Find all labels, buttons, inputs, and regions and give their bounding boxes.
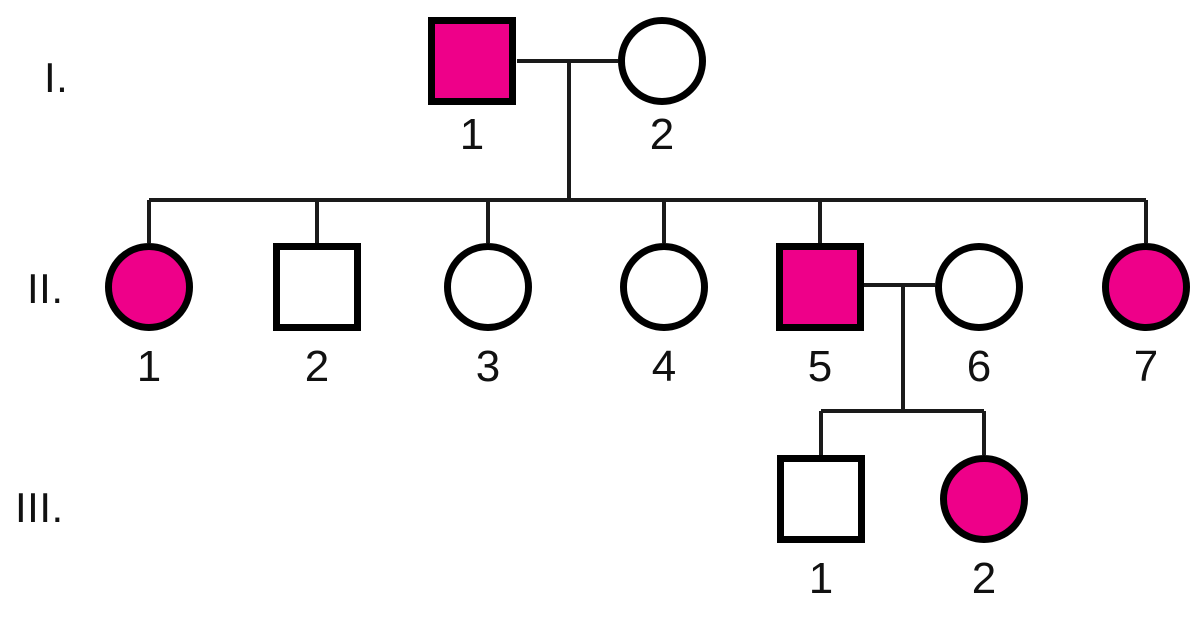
individual-number-II-6: 6 — [966, 342, 992, 391]
generation-label-gen-2: II. — [27, 265, 64, 312]
individual-symbol-I-1-male-affected[interactable] — [428, 17, 516, 105]
symbol-layer — [105, 17, 1190, 543]
individual-symbol-II-1-female-affected[interactable] — [105, 243, 193, 331]
individual-number-II-3: 3 — [475, 342, 501, 391]
individual-number-II-5: 5 — [807, 342, 833, 391]
individual-symbol-II-4-female-unaffected[interactable] — [620, 243, 708, 331]
individual-number-III-2: 2 — [971, 554, 997, 603]
individual-symbol-II-2-male-unaffected[interactable] — [273, 243, 361, 331]
individual-symbol-III-1-male-unaffected[interactable] — [777, 455, 865, 543]
generation-label-gen-3: III. — [15, 484, 64, 531]
individual-number-II-7: 7 — [1133, 342, 1159, 391]
individual-number-I-2: 2 — [649, 110, 675, 159]
individual-symbol-II-3-female-unaffected[interactable] — [444, 243, 532, 331]
generation-label-gen-1: I. — [44, 54, 69, 101]
individual-symbol-III-2-female-affected[interactable] — [940, 455, 1028, 543]
individual-symbol-II-6-female-unaffected[interactable] — [935, 243, 1023, 331]
individual-symbol-II-5-male-affected[interactable] — [776, 243, 864, 331]
individual-symbol-I-2-female-unaffected[interactable] — [618, 17, 706, 105]
individual-symbol-II-7-female-affected[interactable] — [1102, 243, 1190, 331]
individual-number-II-2: 2 — [304, 342, 330, 391]
individual-number-II-4: 4 — [651, 342, 677, 391]
individual-number-I-1: 1 — [459, 110, 485, 159]
connector-layer — [147, 59, 1148, 455]
individual-number-II-1: 1 — [136, 342, 162, 391]
individual-number-III-1: 1 — [808, 554, 834, 603]
